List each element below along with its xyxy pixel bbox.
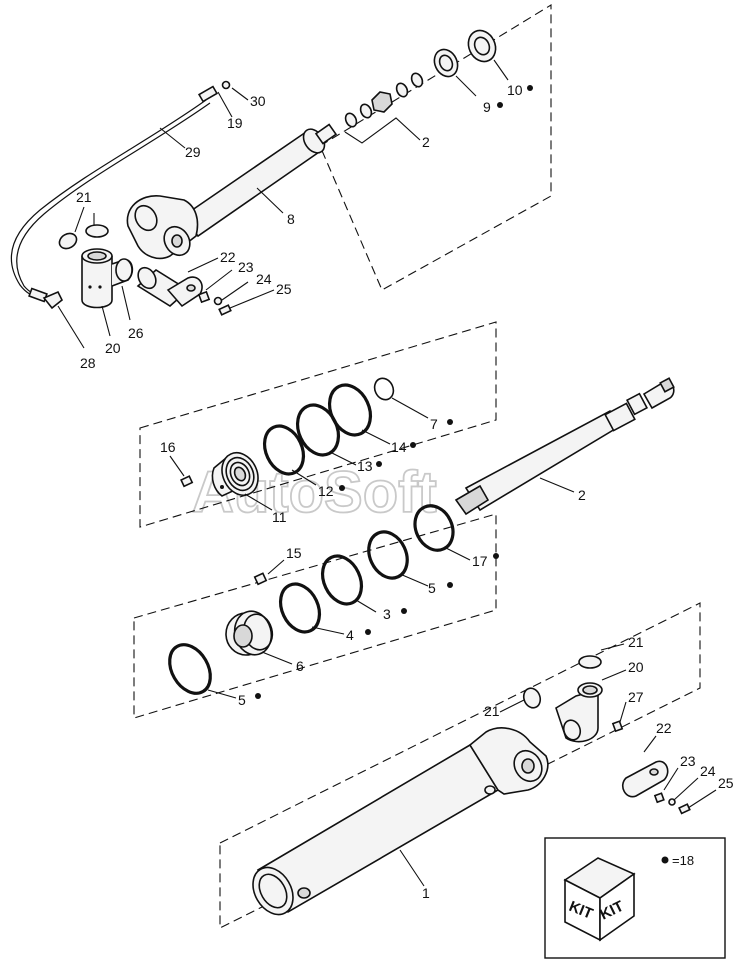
part-9-washer — [433, 48, 459, 78]
part-21-seal-ring — [58, 232, 78, 250]
callout-30: 30 — [250, 93, 266, 109]
part-19-fitting — [197, 85, 219, 103]
part-20-tee-housing-bottom — [555, 682, 603, 743]
kit-dot-7 — [447, 419, 453, 425]
part-25-bolt-bottom — [678, 803, 691, 815]
kit-dot-10 — [527, 85, 533, 91]
callout-5-upper: 5 — [428, 580, 436, 596]
callout-19: 19 — [227, 115, 243, 131]
callout-12: 12 — [318, 483, 334, 499]
kit-dot-4 — [365, 629, 371, 635]
piston-seal-kit-group-outline — [139, 321, 497, 528]
part-16-setscrew — [180, 475, 194, 488]
part-15-setscrew — [253, 572, 268, 586]
part-20-tee-housing — [81, 248, 134, 309]
rod-assembly-group-outline — [319, 4, 552, 291]
part-11-piston — [211, 452, 259, 497]
callout-24-bottom: 24 — [700, 763, 716, 779]
part-22-pin — [136, 266, 203, 308]
callout-1: 1 — [422, 885, 430, 901]
part-29-hose — [10, 99, 207, 299]
callout-16: 16 — [160, 439, 176, 455]
callout-5-lower: 5 — [238, 692, 246, 708]
part-22-pin-bottom — [621, 760, 669, 798]
callout-20-bottom: 20 — [628, 659, 644, 675]
part-21-seal-ring-2 — [85, 224, 109, 238]
part-27-fitting — [611, 720, 624, 733]
part-23-bushing-bottom — [653, 792, 665, 804]
callout-22-top: 22 — [220, 249, 236, 265]
part-3-ring — [320, 554, 364, 606]
callout-17: 17 — [472, 553, 488, 569]
callout-25-top: 25 — [276, 281, 292, 297]
part-10-seal — [467, 29, 497, 63]
part-21-ring-bottom-b — [522, 687, 542, 709]
part-2-position-sensor — [454, 377, 675, 516]
callout-29: 29 — [185, 144, 201, 160]
callout-21-top: 21 — [76, 189, 92, 205]
callout-27: 27 — [628, 689, 644, 705]
barrel-group-outline — [219, 602, 701, 929]
part-23-bushing — [197, 290, 211, 304]
callout-8: 8 — [287, 211, 295, 227]
kit-dot-9 — [497, 102, 503, 108]
gland-seal-kit-group-outline — [133, 513, 497, 719]
kit-dot-13 — [376, 461, 382, 467]
callout-6: 6 — [296, 658, 304, 674]
kit-dot-3 — [401, 608, 407, 614]
callout-2-mid: 2 — [578, 487, 586, 503]
callout-26: 26 — [128, 325, 144, 341]
callout-24-top: 24 — [256, 271, 272, 287]
callout-10: 10 — [507, 82, 523, 98]
kit-legend-dot — [661, 856, 669, 864]
callout-21-bottom-a: 21 — [628, 634, 644, 650]
part-4-ring — [278, 582, 322, 634]
part-21-ring-bottom-a — [578, 655, 602, 669]
part-28-elbow-fitting — [28, 287, 64, 310]
callout-2-top: 2 — [422, 134, 430, 150]
callout-21-bottom-b: 21 — [484, 703, 500, 719]
part-6-gland — [225, 610, 274, 656]
callout-23-bottom: 23 — [680, 753, 696, 769]
kit-legend-label: =18 — [672, 853, 694, 868]
part-12-ring — [262, 424, 306, 476]
part-7-plug — [373, 377, 395, 401]
part-8-piston-rod — [126, 123, 338, 260]
part-25-bolt — [218, 304, 232, 316]
part-14-ring — [327, 383, 373, 437]
part-17-ring — [413, 504, 455, 552]
kit-dot-5-lower — [255, 693, 261, 699]
kit-dot-17 — [493, 553, 499, 559]
callout-14: 14 — [391, 439, 407, 455]
kit-dot-12 — [339, 485, 345, 491]
callout-13: 13 — [357, 458, 373, 474]
part-30-plug — [221, 80, 231, 90]
callout-25-bottom: 25 — [718, 775, 734, 791]
callout-28: 28 — [80, 355, 96, 371]
part-1-cylinder-barrel — [252, 727, 549, 916]
callout-3: 3 — [383, 606, 391, 622]
kit-box-icon: KIT KIT — [563, 857, 636, 942]
callout-15: 15 — [286, 545, 302, 561]
part-2-seal-stack — [344, 72, 424, 128]
callout-9: 9 — [483, 99, 491, 115]
part-5-ring-lower — [168, 643, 212, 695]
part-24-washer-bottom — [668, 798, 676, 806]
part-5-ring-upper — [367, 530, 409, 580]
part-13-ring — [295, 403, 341, 457]
callout-23-top: 23 — [238, 259, 254, 275]
callout-20-top: 20 — [105, 340, 121, 356]
part-24-washer — [213, 296, 223, 306]
callout-7: 7 — [430, 416, 438, 432]
kit-legend: =18 KIT KIT — [544, 837, 726, 959]
callout-4: 4 — [346, 627, 354, 643]
callout-11: 11 — [272, 509, 287, 525]
kit-dot-14 — [410, 442, 416, 448]
kit-dot-5-upper — [447, 582, 453, 588]
callout-22-bottom: 22 — [656, 720, 672, 736]
